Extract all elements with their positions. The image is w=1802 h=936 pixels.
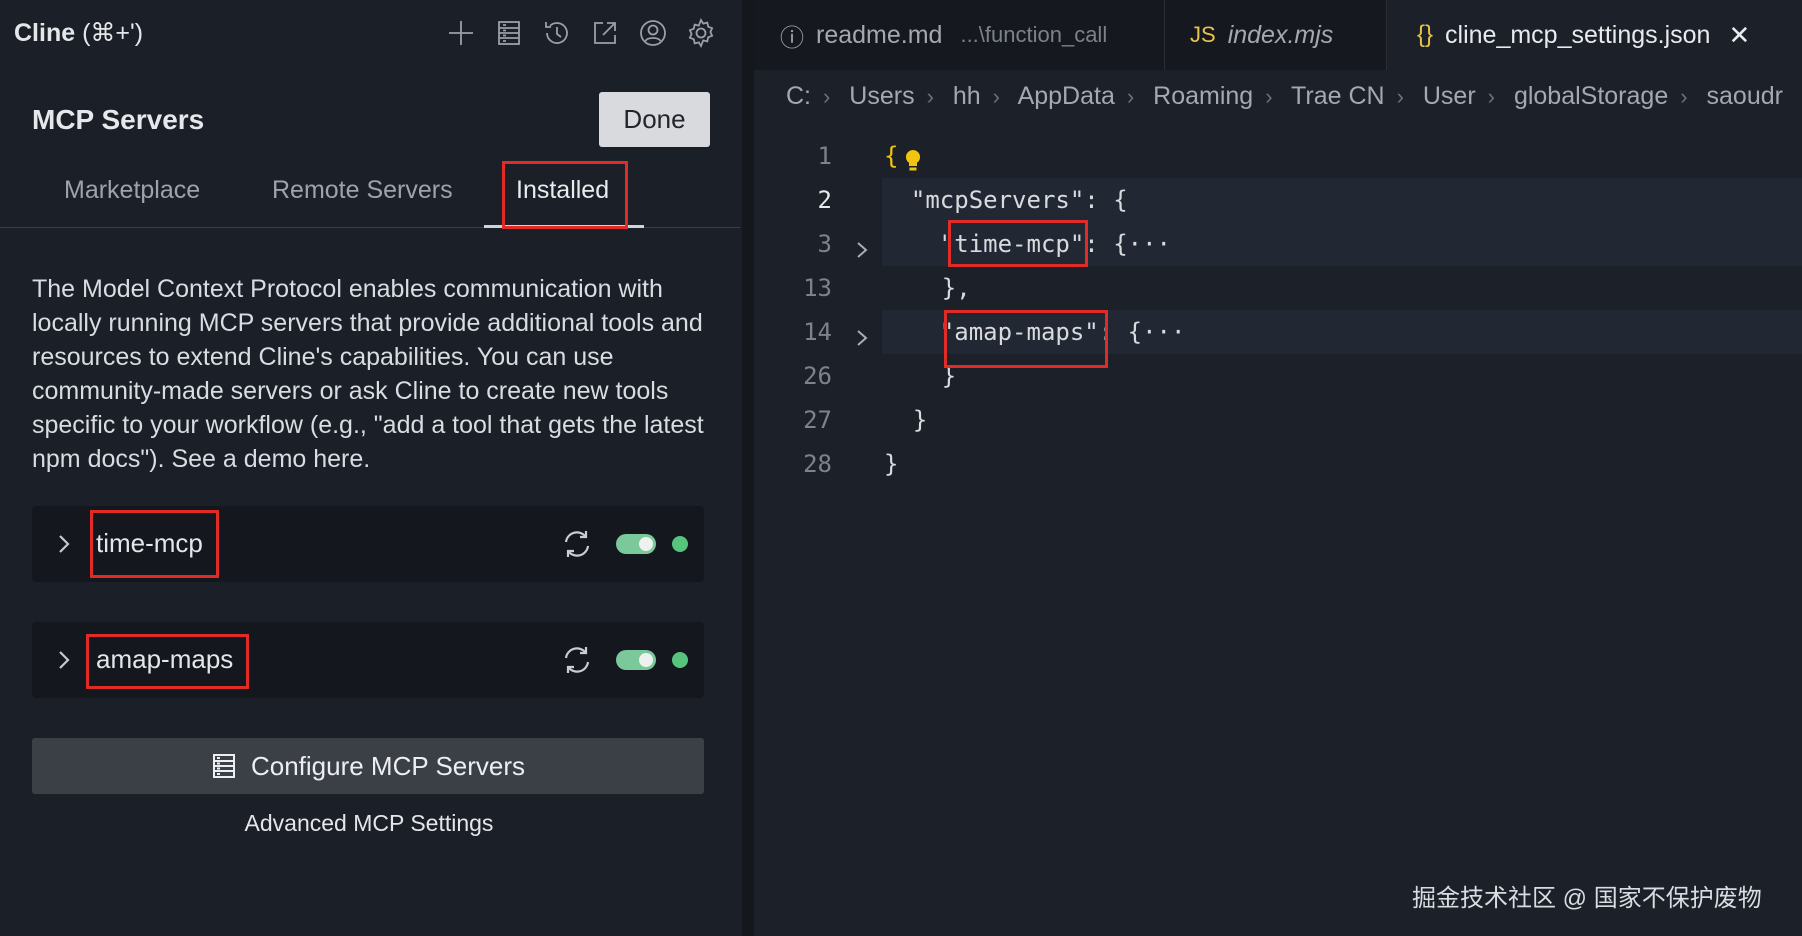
- watermark: 掘金技术社区 @ 国家不保护废物: [1412, 885, 1762, 912]
- lightbulb-icon[interactable]: [904, 144, 922, 171]
- advanced-mcp-settings-link[interactable]: Advanced MCP Settings: [244, 810, 494, 836]
- breadcrumb-item[interactable]: Roaming: [1153, 82, 1254, 110]
- tabs-divider: [0, 227, 740, 228]
- refresh-icon[interactable]: [559, 642, 595, 678]
- status-indicator: [672, 536, 688, 552]
- code-line: 28 }: [754, 442, 1802, 486]
- panel-splitter[interactable]: [742, 0, 754, 936]
- chevron-right-icon[interactable]: [52, 528, 76, 560]
- server-name: amap-maps: [96, 644, 234, 674]
- line-number: 3: [817, 230, 832, 258]
- code-line: 26 }: [754, 354, 1802, 398]
- editor-tab-readme[interactable]: ⓘ readme.md ...\function_call: [780, 0, 1107, 70]
- code-line: 14 "amap-maps": {···: [754, 310, 1802, 354]
- code-text: }: [884, 406, 928, 434]
- code-line: 1 {: [754, 134, 1802, 178]
- page-title: MCP Servers: [32, 104, 205, 135]
- js-file-icon: JS: [1190, 22, 1216, 47]
- breadcrumb-item[interactable]: saoudr: [1706, 82, 1783, 110]
- line-number: 2: [817, 186, 832, 214]
- configure-mcp-servers-button[interactable]: Configure MCP Servers: [32, 738, 704, 794]
- code-line: 2 "mcpServers": {: [754, 178, 1802, 222]
- breadcrumb-item[interactable]: C:: [786, 82, 811, 110]
- line-number: 26: [803, 362, 832, 390]
- line-number: 28: [803, 450, 832, 478]
- tab-label: cline_mcp_settings.json: [1445, 20, 1711, 49]
- editor-tabbar: ⓘ readme.md ...\function_call JS index.m…: [754, 0, 1802, 70]
- popout-icon[interactable]: [586, 14, 624, 52]
- code-text: }: [884, 450, 899, 478]
- tab-label: index.mjs: [1227, 20, 1334, 49]
- active-tab-indicator: [484, 225, 644, 228]
- code-line: 13 },: [754, 266, 1802, 310]
- server-row-time-mcp[interactable]: time-mcp: [32, 506, 704, 582]
- panel-title: Cline (⌘+'): [14, 19, 144, 47]
- server-list-icon: [212, 754, 235, 778]
- history-icon[interactable]: [538, 14, 576, 52]
- tab-installed[interactable]: Installed: [516, 176, 610, 204]
- line-number: 1: [817, 142, 832, 170]
- code-text: {: [884, 142, 899, 170]
- breadcrumb-item[interactable]: globalStorage: [1513, 82, 1669, 110]
- code-text: },: [884, 274, 971, 302]
- code-text: "amap-maps": {···: [882, 310, 1802, 354]
- info-icon: ⓘ: [780, 24, 804, 52]
- line-number: 27: [803, 406, 832, 434]
- server-enable-toggle[interactable]: [616, 650, 656, 670]
- breadcrumb-item[interactable]: Users: [849, 82, 915, 110]
- done-button[interactable]: Done: [599, 92, 710, 147]
- breadcrumb-item[interactable]: hh: [952, 82, 981, 110]
- code-line: 3 "time-mcp": {···: [754, 222, 1802, 266]
- server-row-amap-maps[interactable]: amap-maps: [32, 622, 704, 698]
- line-number: 13: [803, 274, 832, 302]
- breadcrumb-item[interactable]: AppData: [1017, 82, 1115, 110]
- editor-tab-cline-mcp-settings[interactable]: {} cline_mcp_settings.json ✕: [1387, 0, 1802, 70]
- editor-tab-index[interactable]: JS index.mjs: [1190, 0, 1333, 70]
- fold-chevron-icon[interactable]: [852, 232, 872, 258]
- status-indicator: [672, 652, 688, 668]
- json-file-icon: {}: [1417, 21, 1434, 48]
- tab-label: readme.md: [816, 20, 943, 49]
- refresh-icon[interactable]: [559, 526, 595, 562]
- code-line: 27 }: [754, 398, 1802, 442]
- server-name: time-mcp: [96, 528, 203, 558]
- mcp-description: The Model Context Protocol enables commu…: [32, 275, 704, 473]
- server-list-icon[interactable]: [490, 14, 528, 52]
- cline-panel: Cline (⌘+') MCP Servers Done Marketplace…: [0, 0, 742, 936]
- code-editor: ⓘ readme.md ...\function_call JS index.m…: [754, 0, 1802, 936]
- line-number: 14: [803, 318, 832, 346]
- breadcrumb-item[interactable]: User: [1422, 82, 1476, 110]
- panel-header: Cline (⌘+'): [0, 0, 742, 70]
- chevron-right-icon[interactable]: [52, 644, 76, 676]
- tab-remote-servers[interactable]: Remote Servers: [272, 176, 453, 204]
- code-text: "time-mcp": {···: [882, 222, 1802, 266]
- gear-icon[interactable]: [682, 14, 720, 52]
- tab-path-hint: ...\function_call: [960, 22, 1108, 47]
- code-text: }: [884, 362, 957, 390]
- configure-label: Configure MCP Servers: [250, 750, 526, 781]
- tab-marketplace[interactable]: Marketplace: [64, 176, 201, 204]
- code-text: "mcpServers": {: [882, 178, 1802, 222]
- account-icon[interactable]: [634, 14, 672, 52]
- breadcrumb: C:› Users› hh› AppData› Roaming› Trae CN…: [786, 82, 1783, 110]
- breadcrumb-item[interactable]: Trae CN: [1291, 82, 1385, 110]
- server-enable-toggle[interactable]: [616, 534, 656, 554]
- close-icon[interactable]: ✕: [1728, 19, 1751, 50]
- plus-icon[interactable]: [442, 14, 480, 52]
- fold-chevron-icon[interactable]: [852, 320, 872, 346]
